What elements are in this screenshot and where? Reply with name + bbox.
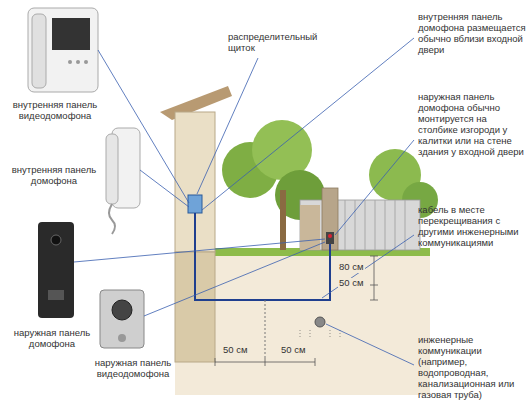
dimension-label: 80 см	[338, 262, 365, 273]
soil	[175, 252, 430, 395]
indoor-handset	[106, 128, 140, 234]
dimension-guide	[265, 300, 266, 360]
callout-label: наружная панель домофона	[2, 328, 102, 350]
callout-label: распределительный щиток	[228, 32, 323, 54]
outdoor-video-panel	[100, 290, 144, 348]
indoor-video-unit	[28, 8, 98, 92]
dimension-label: 50 см	[338, 278, 365, 289]
fence	[300, 188, 420, 250]
dimension-label: 50 см	[222, 345, 249, 356]
pipe-marks	[300, 330, 340, 338]
leader-lines	[74, 38, 414, 365]
callout-label: инженерные коммуникации (например, водоп…	[418, 335, 528, 401]
trees	[222, 120, 438, 250]
callout-label: внутренняя панель домофона размещается о…	[418, 12, 528, 56]
pipe	[315, 317, 325, 327]
callout-label: внутренняя панель видеодомофона	[6, 100, 104, 122]
callout-label: наружная панель видеодомофона	[78, 358, 188, 380]
callout-label: внутренняя панель домофона	[4, 165, 104, 187]
callout-label: наружная панель домофона обычно монтируе…	[418, 92, 528, 158]
gate-panel-light	[328, 234, 332, 238]
distribution-box	[188, 195, 202, 213]
gate-panel	[326, 232, 334, 244]
callout-label: кабель в месте перекрещивания с другими …	[418, 205, 528, 249]
dimension-lines	[215, 256, 378, 366]
outdoor-panel	[38, 222, 74, 318]
dimension-label: 50 см	[280, 345, 307, 356]
